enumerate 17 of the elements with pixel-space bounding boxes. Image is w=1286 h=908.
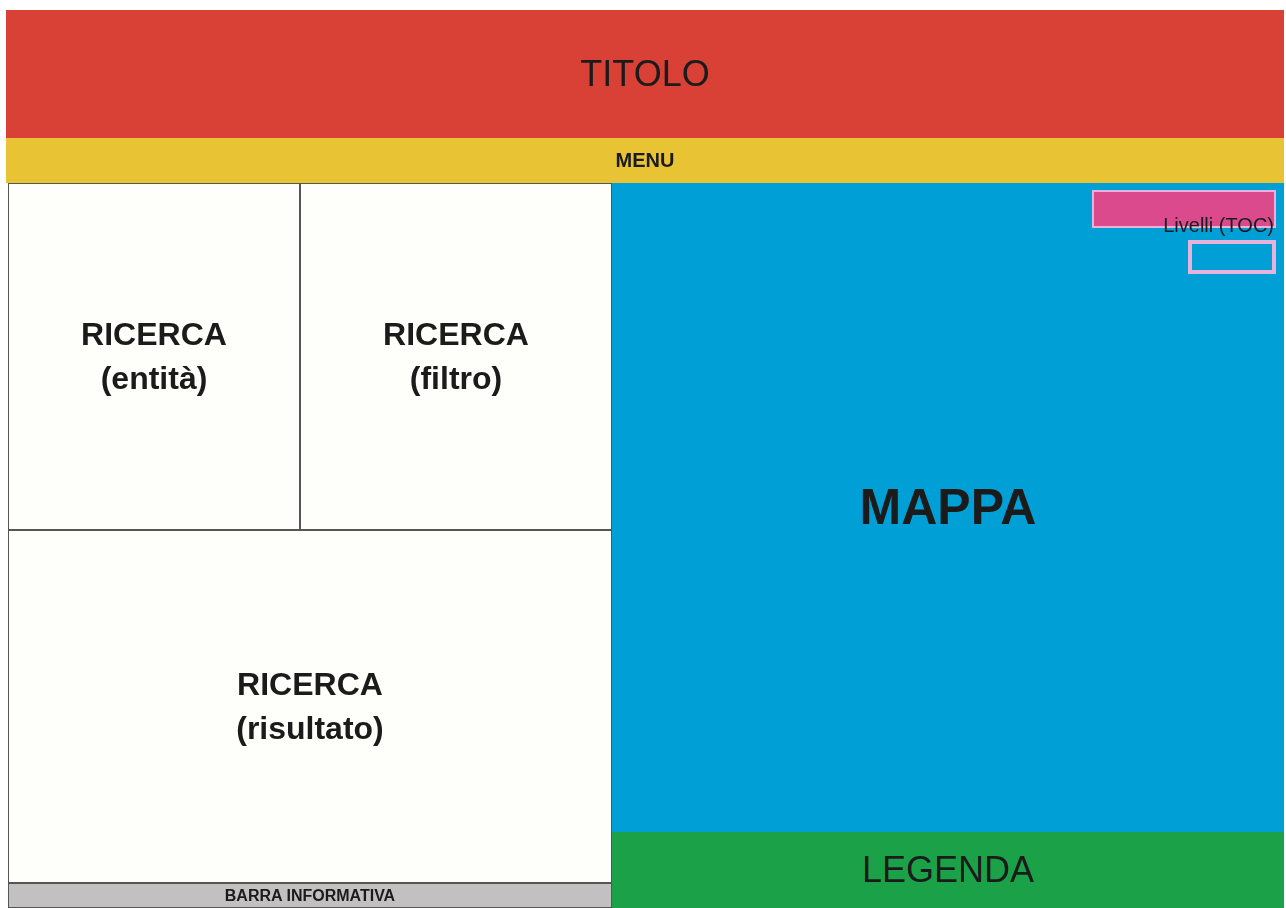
search-panel — [8, 183, 300, 530]
panel-label: MAPPA — [859, 477, 1037, 537]
legend-bar — [612, 832, 1284, 908]
panel-label: RICERCA (entità) — [80, 315, 228, 398]
empty-panel-outline — [1188, 240, 1276, 274]
search-panel — [8, 530, 612, 883]
status-bar — [8, 883, 612, 908]
panel-label: TITOLO — [580, 51, 710, 96]
panel-label: MENU — [615, 148, 675, 173]
panel-label: RICERCA (filtro) — [382, 315, 530, 398]
map-panel — [612, 183, 1284, 832]
panel-label: LEGENDA — [861, 847, 1035, 892]
title-bar — [6, 10, 1284, 138]
search-panel — [300, 183, 612, 530]
menu-bar — [6, 138, 1284, 183]
panel-label: BARRA INFORMATIVA — [224, 885, 396, 906]
panel-label: RICERCA (risultato) — [235, 665, 385, 748]
